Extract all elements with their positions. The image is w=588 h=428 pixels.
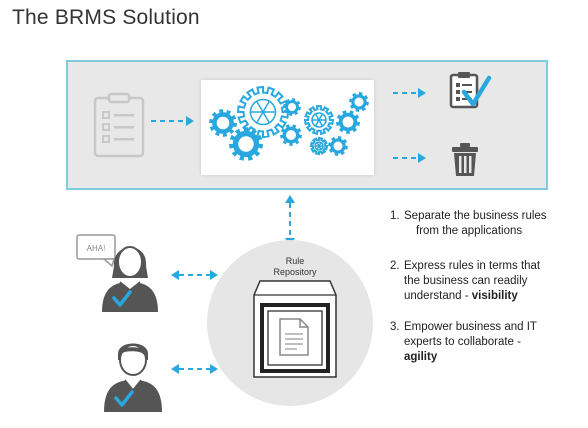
point-line: experts to collaborate -: [404, 336, 521, 348]
gear-icon: [229, 127, 263, 161]
gear-icon: [236, 85, 290, 139]
approved-checklist-icon: [449, 72, 492, 109]
repo-label-line2: Repository: [273, 267, 317, 277]
rules-engine-panel: [201, 80, 374, 175]
speech-bubble-text: AHA!: [87, 244, 106, 253]
clipboard-form-icon: [93, 92, 145, 158]
repo-label-line1: Rule: [285, 256, 305, 266]
point-line: from the applications: [416, 225, 523, 237]
gear-icon: [303, 105, 335, 136]
gears-icon: [209, 85, 369, 161]
page-title: The BRMS Solution: [12, 6, 200, 29]
gear-icon: [328, 136, 348, 156]
point-2: 2. Express rules in terms that the busine…: [390, 259, 580, 304]
trash-icon: [452, 143, 478, 176]
point-1: 1. Separate the business rules from the a…: [390, 209, 580, 239]
point-line: Express rules in terms that: [404, 260, 541, 272]
it-user-icon: [104, 343, 162, 412]
gear-icon: [209, 109, 237, 137]
point-line: Empower business and IT: [404, 321, 537, 333]
horizontal-double-arrow-icon: [171, 270, 218, 280]
dashed-arrow-icon: [393, 88, 426, 98]
point-keyword: agility: [404, 351, 438, 363]
gear-icon: [280, 124, 302, 146]
gear-icon: [349, 92, 369, 112]
gear-icon: [283, 98, 301, 116]
business-user-icon: AHA!: [76, 234, 158, 312]
gear-icon: [309, 136, 329, 156]
document-icon: [279, 318, 309, 356]
gear-icon: [336, 110, 360, 134]
point-number: 1.: [390, 210, 400, 222]
dashed-arrow-icon: [151, 116, 194, 126]
point-keyword: visibility: [471, 290, 518, 302]
horizontal-double-arrow-icon: [171, 364, 218, 374]
point-number: 2.: [390, 260, 400, 272]
point-line: the business can readily: [404, 275, 528, 287]
dashed-arrow-icon: [393, 153, 426, 163]
point-3: 3. Empower business and IT experts to col…: [390, 320, 580, 365]
point-line: Separate the business rules: [404, 210, 547, 222]
point-number: 3.: [390, 321, 400, 333]
point-line: understand -: [404, 290, 472, 302]
rule-repository-label: Rule Repository: [264, 256, 326, 278]
